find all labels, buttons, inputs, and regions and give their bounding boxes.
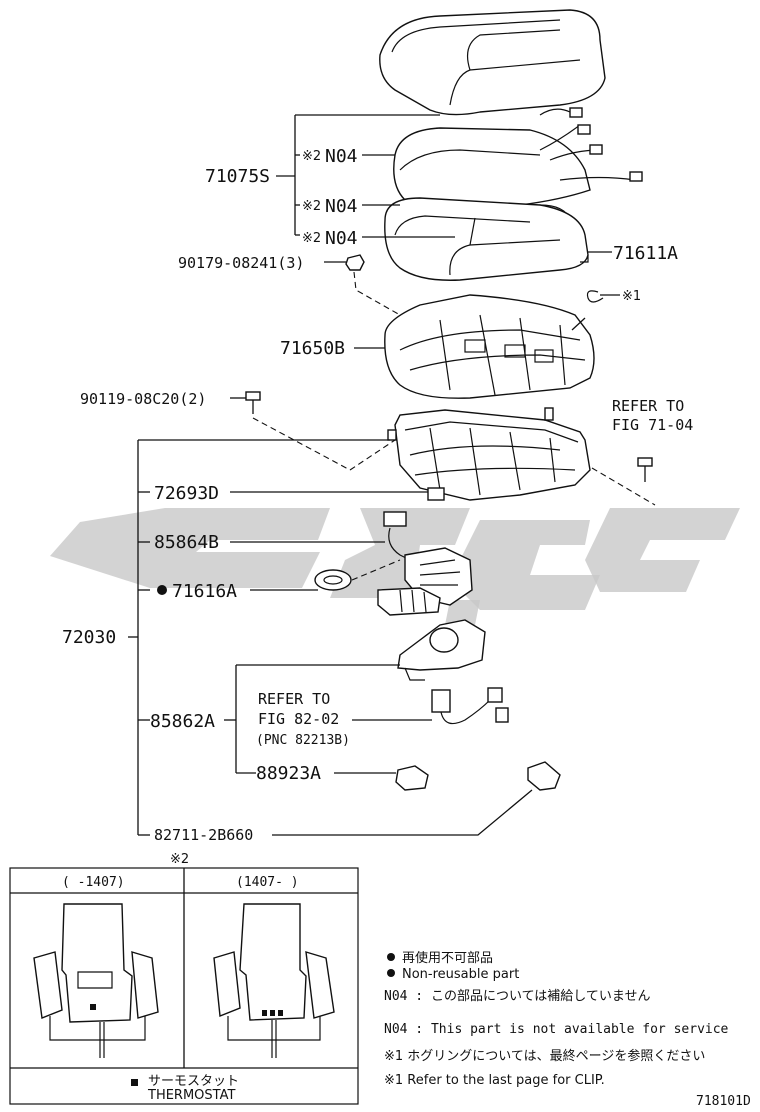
label-refer-8202-3: (PNC 82213B) (256, 733, 350, 748)
thermostat-en: THERMOSTAT (147, 1088, 235, 1103)
label-90179: 90179-08241(3) (178, 254, 304, 272)
inset-right-title: (1407- ) (236, 875, 299, 890)
lumbar-switch (397, 619, 486, 681)
figure-code: 718101D (696, 1094, 751, 1109)
thermostat-jp: サーモスタット (148, 1074, 239, 1089)
thermostat-marker-icon (90, 1004, 96, 1010)
legend-n04-en: N04 : This part is not available for ser… (384, 1022, 729, 1037)
clip-part (314, 569, 352, 591)
inset-right-heater (213, 903, 335, 1058)
label-refer-8202-1: REFER TO (258, 690, 330, 708)
bracket (395, 765, 429, 791)
label-71650B: 71650B (280, 338, 345, 359)
label-mark2-c: ※2 (302, 231, 321, 246)
label-72693D: 72693D (154, 483, 219, 504)
label-71075S: 71075S (205, 166, 270, 187)
seat-cushion-cover (384, 197, 589, 281)
label-90119: 90119-08C20(2) (80, 390, 206, 408)
legend-clip-jp: ※1 ホグリングについては、最終ページを参照ください (384, 1048, 705, 1064)
thermostat-inset: ※2 ( -1407) (1407- ) (9, 852, 359, 1105)
legend-clip-en: ※1 Refer to the last page for CLIP. (384, 1073, 605, 1088)
leader-lines (128, 114, 612, 836)
label-mark2-a: ※2 (302, 149, 321, 164)
label-clip-mark: ※1 (622, 289, 641, 304)
label-n04-a: N04 (325, 146, 358, 167)
thermostat-legend-icon (131, 1079, 138, 1086)
label-85864B: 85864B (154, 532, 219, 553)
label-n04-c: N04 (325, 228, 358, 249)
label-72030: 72030 (62, 627, 116, 648)
label-71611A: 71611A (613, 243, 678, 264)
inset-left-heater (33, 903, 159, 1058)
label-85862A: 85862A (150, 711, 215, 732)
legend-n04-jp: N04 : この部品については補給していません (384, 989, 651, 1004)
seat-cover-top (379, 9, 606, 116)
connector (431, 687, 509, 725)
label-refer-8202-2: FIG 82-02 (258, 710, 339, 728)
label-88923A: 88923A (256, 763, 321, 784)
bolt-icon (245, 391, 261, 414)
legend-dot-icon (387, 953, 395, 961)
label-refer-7104-1: REFER TO (612, 397, 684, 415)
label-n04-b: N04 (325, 196, 358, 217)
watermark (50, 508, 740, 625)
seat-frame (387, 407, 591, 501)
label-82711: 82711-2B660 (154, 826, 253, 844)
wire-harness (377, 511, 473, 616)
nonreusable-dot-icon (157, 585, 167, 595)
nut-icon (345, 254, 365, 271)
legend-nonreusable-en: Non-reusable part (402, 967, 519, 982)
label-71616A: 71616A (172, 581, 237, 602)
frame-bolt-icon (637, 457, 653, 482)
inset-mark: ※2 (170, 852, 189, 867)
legend-nonreusable-jp: 再使用不可部品 (402, 950, 493, 966)
inset-left-title: ( -1407) (62, 875, 125, 890)
part-labels: 71075S ※2 N04 ※2 N04 ※2 N04 71611A 90179… (62, 146, 693, 844)
legend: 再使用不可部品 Non-reusable part N04 : この部品について… (384, 950, 729, 1088)
label-refer-7104-2: FIG 71-04 (612, 416, 693, 434)
cap (527, 761, 561, 791)
seat-pad (384, 294, 595, 399)
hog-ring-icon (586, 290, 620, 303)
label-mark2-b: ※2 (302, 199, 321, 214)
legend-dot-icon-2 (387, 969, 395, 977)
